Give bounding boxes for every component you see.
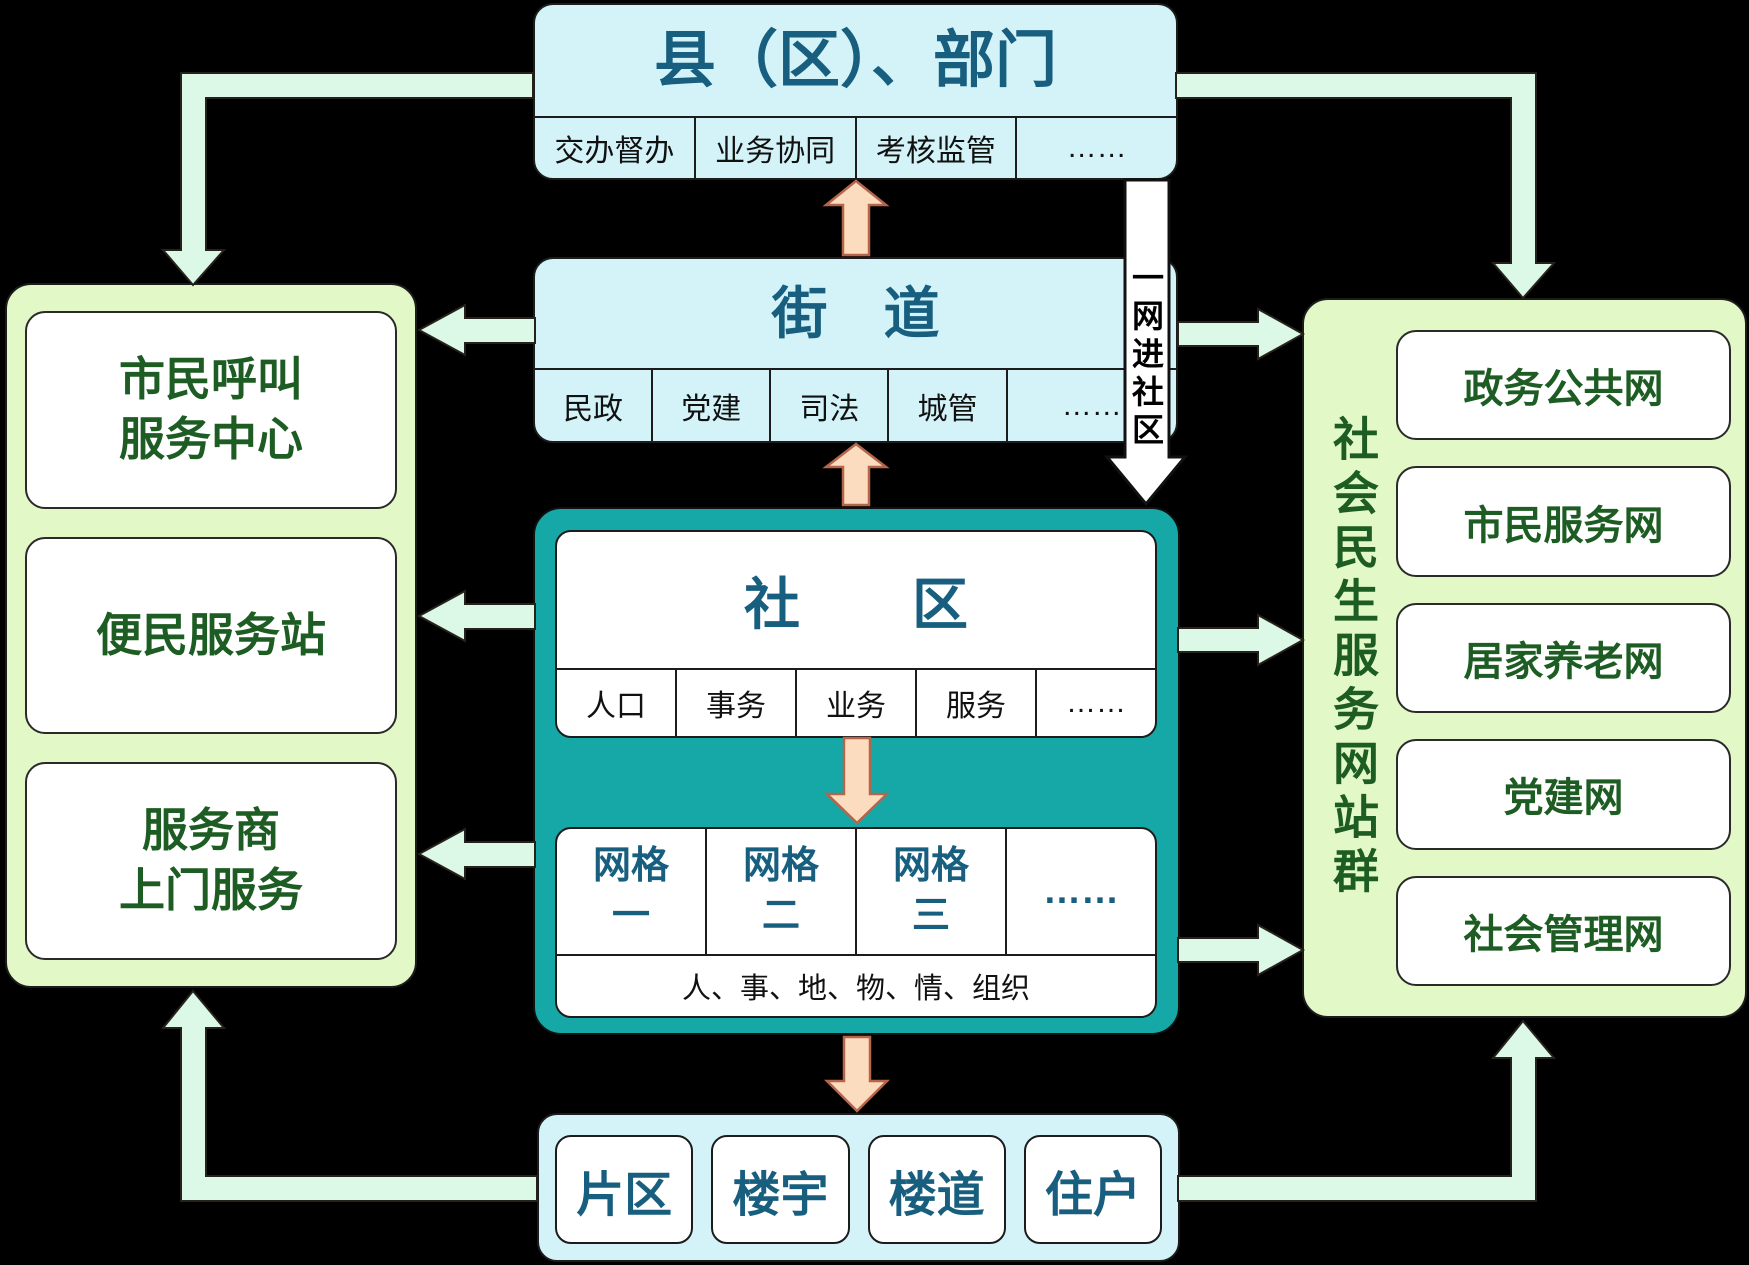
county-item-kaohe: 考核监管 [854, 118, 1016, 178]
building-cell-loudao: 楼道 [867, 1135, 1006, 1244]
county-item-more: …… [1015, 118, 1176, 178]
arrow-left-community-to-panel-icon [416, 589, 536, 643]
ribbon-label: 一网进社区 [1128, 260, 1164, 451]
street-item-dangjian: 党建 [651, 370, 769, 441]
right-card-guanli: 社会管理网 [1396, 875, 1731, 987]
arrow-down-community-to-building-icon [823, 1035, 891, 1113]
county-item-yewu: 业务协同 [693, 118, 855, 178]
right-card-shimin: 市民服务网 [1396, 466, 1731, 577]
right-card-dangjian: 党建网 [1396, 739, 1731, 850]
grid-row: 网格 一 网格 二 网格 三 …… [557, 829, 1155, 954]
arrow-up-community-to-street-icon [822, 442, 890, 507]
community-item-more: …… [1035, 670, 1155, 736]
left-card-door-service: 服务商 上门服务 [25, 762, 397, 961]
community-item-yewu: 业务 [795, 670, 915, 736]
building-box: 片区 楼宇 楼道 住户 [537, 1113, 1180, 1262]
right-panel-vertical-label: 社会民生服务网站群 [1327, 415, 1379, 901]
arrow-left-grid-to-panel-icon [416, 827, 536, 881]
community-item-shiwu: 事务 [675, 670, 795, 736]
building-cell-zhuhu: 住户 [1023, 1135, 1162, 1244]
grid-cell-2: 网格 二 [705, 829, 855, 954]
right-cards: 政务公共网 市民服务网 居家养老网 党建网 社会管理网 [1396, 330, 1731, 987]
building-cell-pianqu: 片区 [555, 1135, 694, 1244]
grid-cell-3: 网格 三 [855, 829, 1005, 954]
community-box: 社 区 人口 事务 业务 服务 …… 网格 一 网格 二 网格 三 …… 人、事… [533, 507, 1180, 1035]
grid-footer: 人、事、地、物、情、组织 [557, 954, 1155, 1016]
community-item-fuwu: 服务 [915, 670, 1035, 736]
street-subrow: 民政 党建 司法 城管 …… [535, 368, 1176, 441]
street-item-minzheng: 民政 [563, 392, 624, 426]
left-card-call-center: 市民呼叫 服务中心 [25, 311, 397, 509]
building-cell-louyu: 楼宇 [711, 1135, 850, 1244]
arrow-elbow-county-to-left-panel-icon [160, 72, 534, 287]
grid-cell-1: 网格 一 [592, 845, 669, 937]
street-box-title: 街 道 [771, 281, 940, 345]
arrow-left-street-to-panel-icon [416, 303, 536, 357]
left-service-panel: 市民呼叫 服务中心 便民服务站 服务商 上门服务 [5, 283, 417, 988]
county-box-title: 县（区）、部门 [653, 25, 1057, 95]
street-item-sifa: 司法 [769, 370, 887, 441]
right-website-panel: 社会民生服务网站群 政务公共网 市民服务网 居家养老网 党建网 社会管理网 [1302, 298, 1747, 1018]
county-box: 县（区）、部门 交办督办 业务协同 考核监管 …… [533, 3, 1178, 180]
grid-cell-more: …… [1005, 829, 1155, 954]
arrow-right-grid-to-panel-icon [1177, 923, 1306, 977]
arrow-right-community-to-panel-icon [1177, 613, 1306, 667]
right-card-zhengwu: 政务公共网 [1396, 330, 1731, 441]
community-item-renkou: 人口 [586, 690, 646, 723]
community-subrow: 人口 事务 业务 服务 …… [557, 668, 1155, 736]
street-item-chengguan: 城管 [887, 370, 1005, 441]
county-item-jiaoban: 交办督办 [554, 135, 675, 168]
county-subrow: 交办督办 业务协同 考核监管 …… [535, 116, 1176, 178]
right-card-yanglao: 居家养老网 [1396, 602, 1731, 714]
arrow-elbow-building-to-left-panel-icon [160, 989, 538, 1202]
arrow-elbow-building-to-right-panel-icon [1177, 1019, 1557, 1202]
community-card: 社 区 人口 事务 业务 服务 …… [555, 530, 1157, 738]
arrow-up-street-to-county-icon [822, 179, 890, 257]
street-box: 街 道 民政 党建 司法 城管 …… [533, 257, 1178, 443]
arrow-right-street-to-panel-icon [1177, 307, 1306, 361]
arrow-elbow-county-to-right-panel-icon [1175, 72, 1557, 300]
community-title: 社 区 [744, 572, 968, 636]
left-card-service-station: 便民服务站 [25, 536, 397, 735]
grid-card: 网格 一 网格 二 网格 三 …… 人、事、地、物、情、组织 [555, 827, 1157, 1018]
